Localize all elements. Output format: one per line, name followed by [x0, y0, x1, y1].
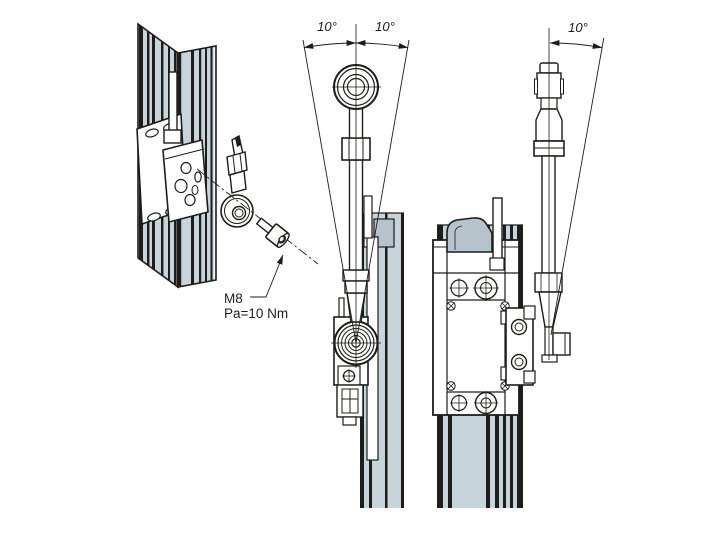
leader-arrow — [250, 254, 284, 298]
m8-socket-screw — [255, 217, 290, 248]
clamp-body-side — [500, 305, 536, 386]
angle-label-side: 10° — [568, 20, 588, 35]
clamp-lever-side — [533, 62, 571, 363]
carriage-screw — [450, 394, 468, 412]
carriage-screw — [474, 391, 498, 415]
end-cap-front — [373, 218, 395, 248]
retaining-screws — [446, 301, 510, 391]
swing-dimension-side: 10° — [548, 20, 605, 360]
angle-arc-right — [355, 40, 409, 49]
isometric-exploded-view: M8 Pa=10 Nm — [136, 22, 319, 321]
swing-line-side — [550, 37, 605, 336]
shock-rod-side — [492, 197, 503, 265]
bolt-boss — [194, 171, 202, 183]
carriage-side — [432, 197, 520, 416]
angle-arc-side — [549, 40, 603, 49]
torque-callout: M8 Pa=10 Nm — [224, 254, 288, 321]
lever-boss-side — [552, 332, 571, 356]
angle-arc-left — [303, 40, 357, 49]
spindle-rod-front — [363, 195, 373, 239]
angle-label-front-left: 10° — [317, 19, 337, 34]
clamp-lever-iso — [220, 134, 254, 228]
carriage-screw — [449, 278, 469, 298]
clamp-block-iso — [162, 139, 209, 223]
clamp-port — [510, 353, 528, 371]
carriage-screw — [473, 275, 499, 301]
torque-label: Pa=10 Nm — [224, 306, 288, 321]
side-view: 10° — [432, 20, 605, 508]
slot-hole — [145, 128, 159, 138]
spindle-rod-iso — [163, 71, 182, 144]
swing-line-right — [355, 39, 410, 344]
bolt-axis-centerline — [196, 168, 319, 265]
clamp-port — [510, 318, 528, 336]
angle-label-front-right: 10° — [375, 19, 395, 34]
swing-line-left — [302, 39, 357, 344]
swing-dimension-front: 10° 10° — [302, 19, 410, 368]
motor-cap-side — [446, 217, 493, 253]
bolt-size-label: M8 — [224, 291, 243, 306]
front-view: 10° 10° — [302, 19, 410, 508]
slot-hole — [147, 212, 161, 222]
pad-screw-front — [342, 369, 356, 383]
